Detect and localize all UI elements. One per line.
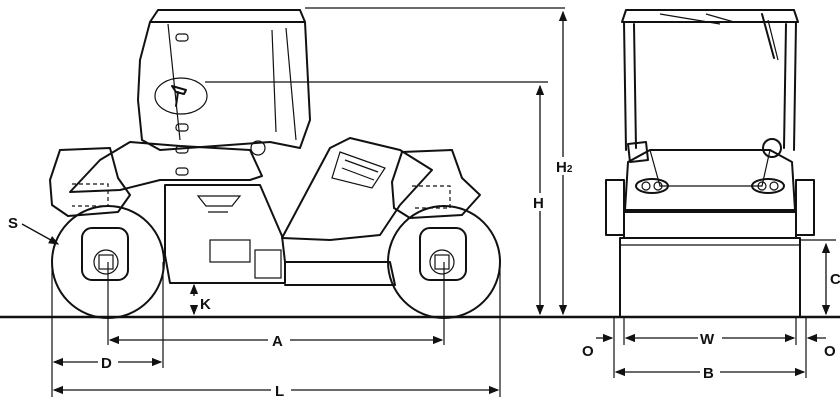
dim-label-c: C [830,271,840,288]
dim-label-w: W [700,331,715,348]
dim-label-s: S [8,215,18,232]
front-view-roller [605,9,815,318]
dim-label-h2: H2 [556,159,573,176]
dim-label-l: L [275,383,284,400]
dim-label-d: D [101,355,112,372]
dim-label-o-left: O [582,343,594,360]
dim-label-k: K [200,296,211,313]
dim-label-h: H [533,195,544,212]
front-view-drum [619,237,801,318]
dim-label-o-right: O [824,343,836,360]
side-view-roller [49,9,501,319]
dim-label-b: B [703,365,714,382]
dim-label-a: A [272,333,283,350]
